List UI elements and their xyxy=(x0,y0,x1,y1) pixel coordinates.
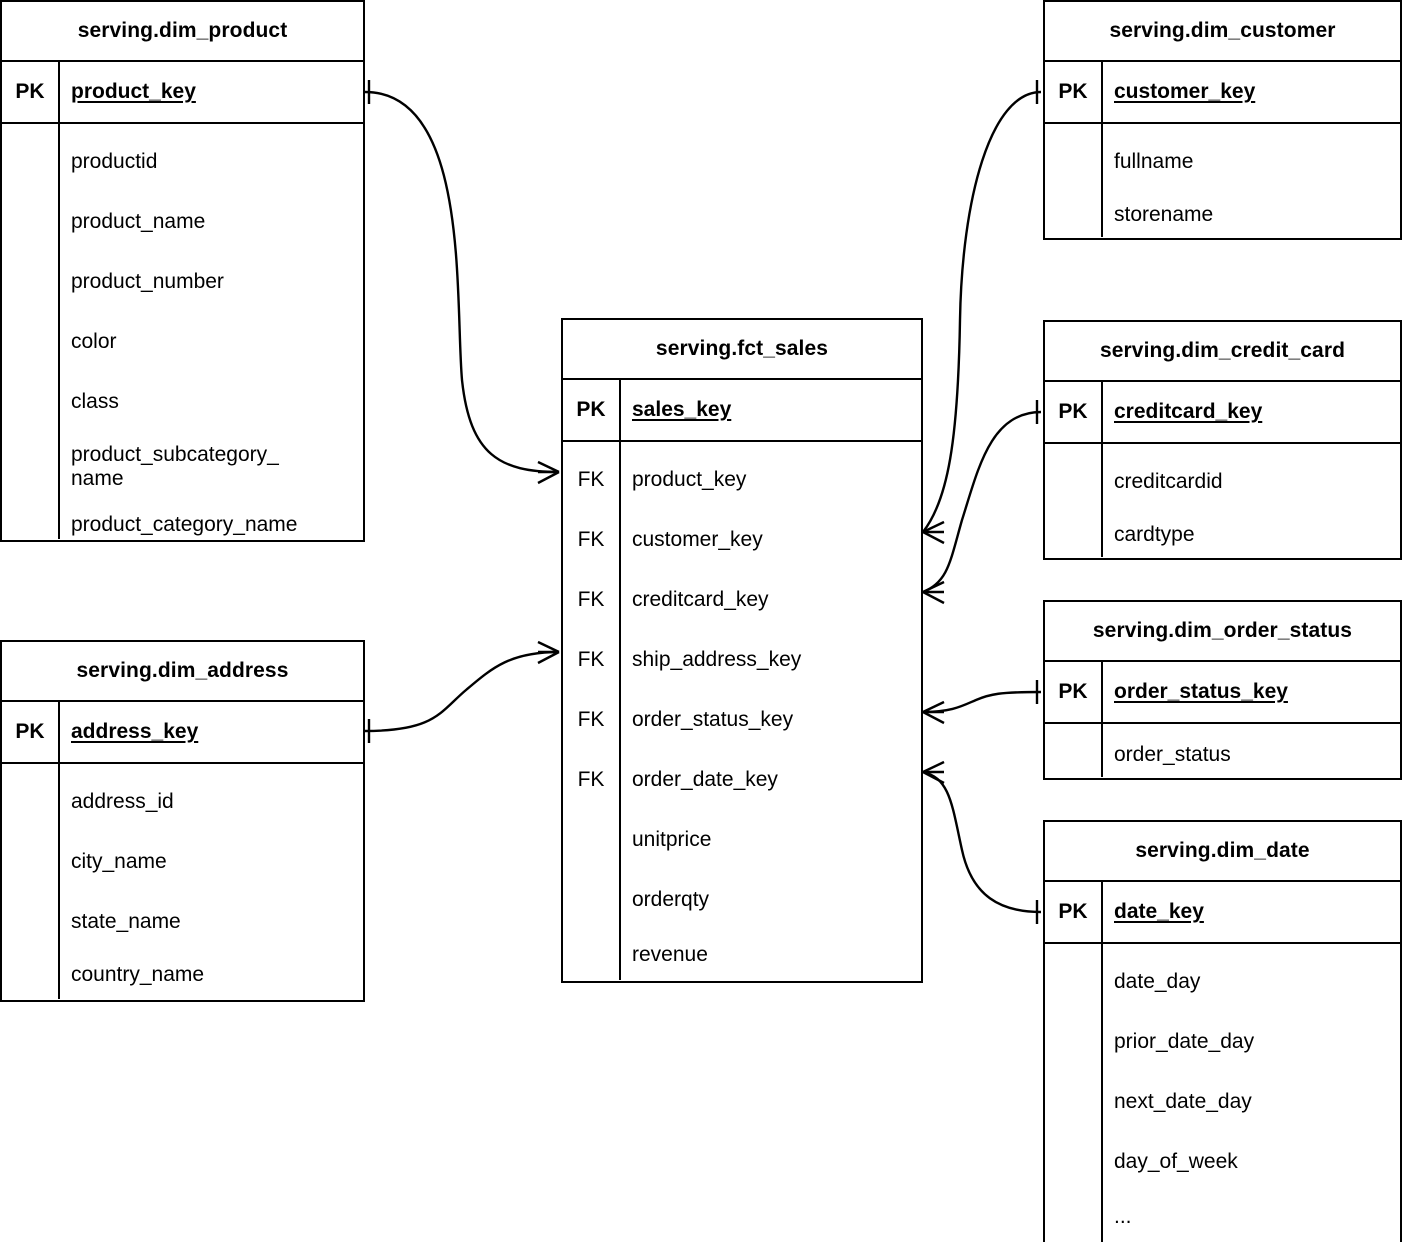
pk-name: product_key xyxy=(71,80,196,104)
pk-name: address_key xyxy=(71,720,199,744)
fk-row: customer_key xyxy=(632,528,763,552)
attribute-row: prior_date_day xyxy=(1114,1030,1255,1054)
attr-keycol-spacer xyxy=(2,764,60,999)
fk-label: FK xyxy=(577,708,605,731)
relationship-product xyxy=(364,80,560,485)
attribute-row: next_date_day xyxy=(1114,1090,1252,1114)
attribute-row: ... xyxy=(1114,1205,1132,1229)
entity-dim-product[interactable]: serving.dim_product PK product_key produ… xyxy=(0,0,365,542)
attribute-row: storename xyxy=(1114,203,1214,227)
entity-body: PK order_status_key order_status xyxy=(1045,662,1400,777)
attribute-row: state_name xyxy=(71,910,181,934)
entity-body: PK creditcard_key creditcardid cardtype xyxy=(1045,382,1400,557)
entity-body: PK product_key productid product_name pr… xyxy=(2,62,363,539)
pk-label: PK xyxy=(2,702,60,762)
pk-label: PK xyxy=(1045,882,1103,942)
attribute-row: product_name xyxy=(71,210,206,234)
attr-keycol-spacer xyxy=(1045,124,1103,237)
fields-block: FK FK FK FK FK FK product_key customer_k… xyxy=(563,442,921,980)
pk-row[interactable]: PK customer_key xyxy=(1045,62,1400,124)
pk-name: sales_key xyxy=(632,398,732,422)
fk-label: FK xyxy=(577,468,605,491)
attr-keycol-spacer xyxy=(2,124,60,539)
attributes-block: fullname storename xyxy=(1045,124,1400,237)
attribute-row: country_name xyxy=(71,963,205,987)
entity-title: serving.dim_address xyxy=(2,642,363,702)
attribute-row: order_status xyxy=(1114,742,1231,766)
pk-label: PK xyxy=(1045,62,1103,122)
attribute-row: revenue xyxy=(632,943,708,967)
attribute-row: orderqty xyxy=(632,888,710,912)
entity-title: serving.dim_credit_card xyxy=(1045,322,1400,382)
fk-label: FK xyxy=(577,588,605,611)
attr-keycol-spacer xyxy=(1045,724,1103,777)
entity-title: serving.dim_order_status xyxy=(1045,602,1400,662)
fk-row: order_status_key xyxy=(632,708,794,732)
attribute-row: creditcardid xyxy=(1114,470,1223,494)
fk-label: FK xyxy=(577,768,605,791)
pk-row[interactable]: PK product_key xyxy=(2,62,363,124)
entity-title: serving.fct_sales xyxy=(563,320,921,380)
pk-name: customer_key xyxy=(1114,80,1256,104)
entity-dim-customer[interactable]: serving.dim_customer PK customer_key ful… xyxy=(1043,0,1402,240)
entity-title: serving.dim_customer xyxy=(1045,2,1400,62)
attr-keycol-spacer xyxy=(1045,444,1103,557)
pk-name: date_key xyxy=(1114,900,1204,924)
pk-row[interactable]: PK date_key xyxy=(1045,882,1400,944)
attribute-row: product_number xyxy=(71,270,224,294)
entity-title: serving.dim_date xyxy=(1045,822,1400,882)
pk-name: order_status_key xyxy=(1114,680,1288,704)
pk-row[interactable]: PK order_status_key xyxy=(1045,662,1400,724)
relationship-address xyxy=(364,640,560,743)
attribute-row: cardtype xyxy=(1114,523,1195,547)
fk-row: creditcard_key xyxy=(632,588,769,612)
fk-row: ship_address_key xyxy=(632,648,802,672)
fk-label: FK xyxy=(577,648,605,671)
pk-name: creditcard_key xyxy=(1114,400,1263,424)
entity-dim-credit-card[interactable]: serving.dim_credit_card PK creditcard_ke… xyxy=(1043,320,1402,560)
attribute-row: class xyxy=(71,390,119,414)
pk-label: PK xyxy=(1045,662,1103,722)
entity-body: PK date_key date_day prior_date_day next… xyxy=(1045,882,1400,1242)
attributes-block: creditcardid cardtype xyxy=(1045,444,1400,557)
pk-row[interactable]: PK sales_key xyxy=(563,380,921,442)
attribute-row: day_of_week xyxy=(1114,1150,1238,1174)
pk-row[interactable]: PK address_key xyxy=(2,702,363,764)
relationship-customer xyxy=(922,80,1042,545)
entity-dim-address[interactable]: serving.dim_address PK address_key addre… xyxy=(0,640,365,1002)
fk-label: FK xyxy=(577,528,605,551)
pk-row[interactable]: PK creditcard_key xyxy=(1045,382,1400,444)
attribute-row: unitprice xyxy=(632,828,712,852)
attribute-row: date_day xyxy=(1114,970,1201,994)
attribute-row: city_name xyxy=(71,850,167,874)
entity-body: PK customer_key fullname storename xyxy=(1045,62,1400,237)
fk-row: order_date_key xyxy=(632,768,778,792)
relationship-date xyxy=(922,760,1042,924)
attribute-row: productid xyxy=(71,150,158,174)
entity-body: PK address_key address_id city_name stat… xyxy=(2,702,363,999)
pk-label: PK xyxy=(2,62,60,122)
attributes-block: productid product_name product_number co… xyxy=(2,124,363,539)
entity-title: serving.dim_product xyxy=(2,2,363,62)
entity-fct-sales[interactable]: serving.fct_sales PK sales_key FK FK FK … xyxy=(561,318,923,983)
relationship-credit-card xyxy=(922,400,1042,605)
entity-dim-date[interactable]: serving.dim_date PK date_key date_day pr… xyxy=(1043,820,1402,1242)
attributes-block: order_status xyxy=(1045,724,1400,777)
pk-label: PK xyxy=(563,380,621,440)
attribute-row: fullname xyxy=(1114,150,1194,174)
attribute-row: address_id xyxy=(71,790,174,814)
attributes-block: date_day prior_date_day next_date_day da… xyxy=(1045,944,1400,1242)
attribute-row: product_subcategory_ name xyxy=(71,443,279,490)
attributes-block: address_id city_name state_name country_… xyxy=(2,764,363,999)
pk-label: PK xyxy=(1045,382,1103,442)
entity-dim-order-status[interactable]: serving.dim_order_status PK order_status… xyxy=(1043,600,1402,780)
attr-keycol-spacer xyxy=(1045,944,1103,1242)
attribute-row: product_category_name xyxy=(71,513,298,537)
fk-label-column: FK FK FK FK FK FK xyxy=(563,442,621,980)
relationship-order-status xyxy=(922,680,1042,725)
entity-body: PK sales_key FK FK FK FK FK FK product_k… xyxy=(563,380,921,980)
fk-row: product_key xyxy=(632,468,747,492)
attribute-row: color xyxy=(71,330,117,354)
